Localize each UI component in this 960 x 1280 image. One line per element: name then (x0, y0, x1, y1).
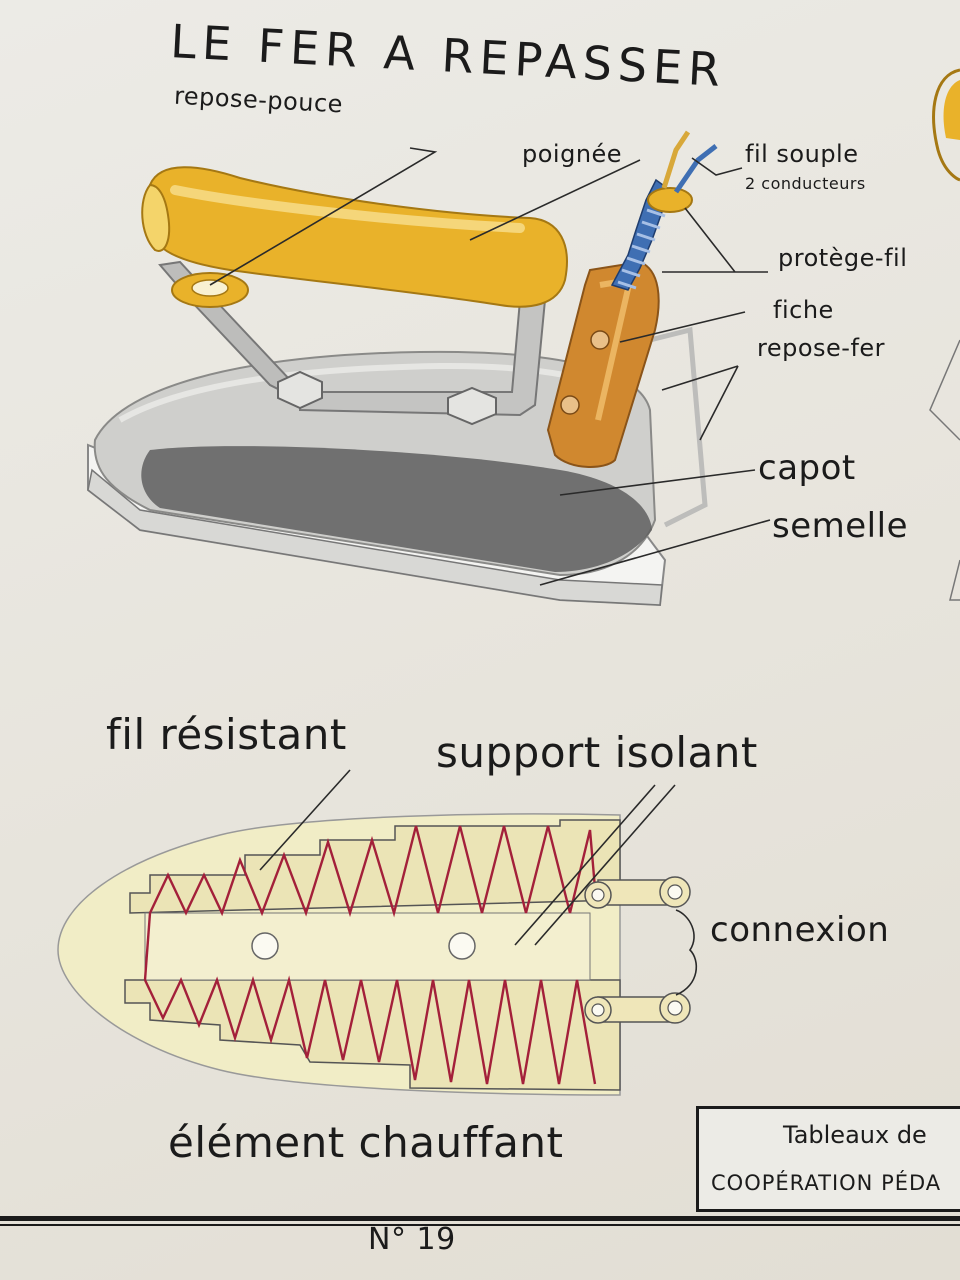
flex-wire-2 (673, 144, 718, 194)
cord-guard-coils (617, 196, 671, 290)
edge-figure-low (949, 559, 960, 601)
leader-semelle (539, 519, 771, 586)
element-leader-lines (259, 769, 697, 996)
label-support-isolant: support isolant (436, 728, 758, 777)
resistance-wire-lower (143, 975, 597, 1085)
footer-rule-thin (0, 1224, 960, 1226)
label-repose-fer: repose-fer (757, 334, 886, 362)
label-poignee: poignée (522, 140, 623, 168)
leader-support-isolant-1 (514, 784, 656, 946)
connection-tab-upper (584, 876, 691, 909)
leader-poignee (469, 159, 641, 241)
publisher-line-2: COOPÉRATION PÉDA (711, 1171, 942, 1195)
label-connexion: connexion (710, 910, 890, 950)
resistance-wire-return (143, 912, 152, 981)
flex-wire-1 (661, 130, 691, 189)
label-protege-fil: protège-fil (778, 244, 908, 272)
label-fil-resistant: fil résistant (106, 710, 347, 759)
resistance-wire-upper (148, 825, 598, 918)
plug-screw-1 (590, 330, 610, 350)
publisher-box: Tableaux de COOPÉRATION PÉDA (696, 1106, 960, 1212)
caption-element-chauffant: élément chauffant (168, 1118, 564, 1167)
footer-rule (0, 1216, 960, 1221)
label-capot: capot (758, 448, 856, 488)
leader-capot (559, 469, 756, 496)
label-fiche: fiche (773, 296, 834, 324)
leader-repose-pouce (209, 147, 438, 286)
edge-figure-mid (929, 339, 960, 441)
element-hole-left (251, 932, 279, 960)
label-conducteurs: 2 conducteurs (745, 174, 866, 193)
element-hole-right (448, 932, 476, 960)
leader-protege-fil (662, 207, 768, 273)
leader-support-isolant-2 (534, 784, 676, 946)
iron-leader-lines (209, 147, 771, 586)
edge-figure-top (932, 68, 960, 182)
plate-number: N° 19 (368, 1222, 456, 1257)
thumb-rest-hole (191, 279, 229, 297)
leader-fil-souple (691, 157, 743, 176)
iron-rest-wire (649, 326, 708, 528)
element-center-strip (144, 912, 591, 981)
edge-figure-top-fill (943, 80, 960, 140)
cord-collar (647, 187, 693, 213)
label-semelle: semelle (772, 506, 908, 546)
plug-screw-2 (560, 395, 580, 415)
nut-front (447, 386, 497, 426)
connection-tab-lower (584, 992, 691, 1024)
label-fil-souple: fil souple (745, 140, 859, 168)
nut-rear (277, 370, 323, 410)
leader-fil-resistant (259, 769, 351, 871)
leader-fiche (619, 311, 746, 343)
iron-plug (546, 260, 660, 468)
handle-end-cap (141, 183, 171, 252)
publisher-line-1: Tableaux de (783, 1121, 927, 1149)
iron-body-shadow (141, 446, 653, 572)
leader-connexion (675, 909, 697, 996)
iron-sole-edge (87, 468, 663, 606)
leader-repose-fer (661, 365, 739, 441)
handle-highlight (170, 185, 525, 233)
